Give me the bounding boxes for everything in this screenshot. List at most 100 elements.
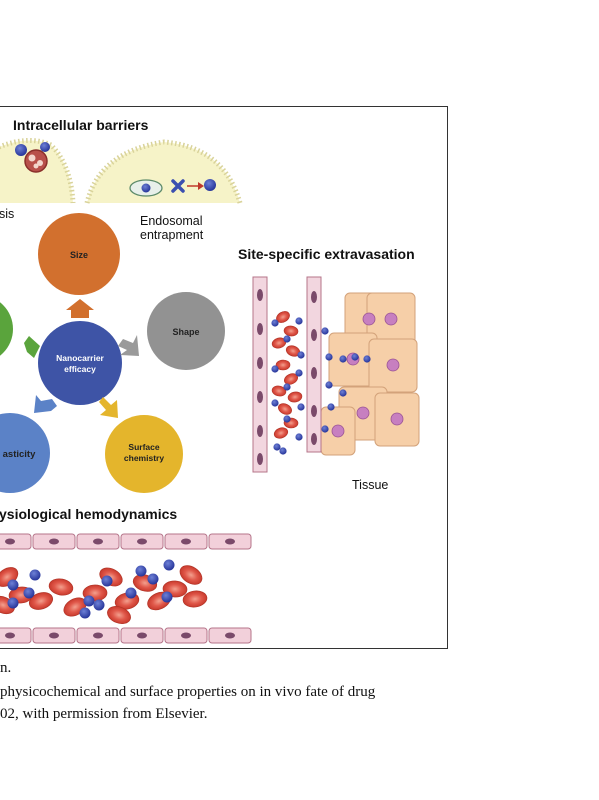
figure-panel: Intracellular barriers Site-specific ext…: [0, 106, 448, 649]
arrow-up-size: [66, 299, 94, 318]
label-elasticity: asticity: [3, 449, 36, 460]
red-blood-cell: [283, 325, 299, 337]
nanoparticle: [295, 433, 303, 441]
endothelial-nucleus: [93, 632, 103, 639]
label-endosomal: Endosomal: [140, 214, 203, 228]
caption-line-2: physicochemical and surface properties o…: [0, 684, 376, 700]
property-circles: Size Shape Surface chemistry asticity Na…: [0, 213, 225, 493]
arrow-to-green: [24, 336, 40, 358]
red-blood-cell: [287, 391, 303, 403]
nanoparticle: [7, 579, 19, 591]
arrow-right-icon: [198, 182, 204, 190]
nanoparticle: [321, 327, 329, 335]
red-blood-cell: [275, 359, 291, 371]
nanoparticle: [295, 317, 303, 325]
nanoparticle: [297, 403, 305, 411]
endothelial-nucleus: [311, 433, 317, 445]
nanoparticle: [339, 389, 347, 397]
endothelial-nucleus: [5, 632, 15, 639]
circle-size: [38, 213, 120, 295]
cell-membrane-right: [84, 139, 243, 204]
endothelial-nucleus: [257, 323, 263, 335]
circle-green-cut: [0, 302, 13, 356]
nanoparticle: [339, 355, 347, 363]
nanoparticle: [163, 559, 175, 571]
title-physiological-hemodynamics: ysiological hemodynamics: [0, 506, 177, 522]
label-efficacy: efficacy: [64, 364, 96, 374]
caption-line-1: n.: [0, 660, 12, 676]
endothelial-nucleus: [311, 367, 317, 379]
nanoparticle: [161, 591, 173, 603]
label-size: Size: [70, 250, 88, 260]
nucleus: [362, 312, 376, 326]
circle-shape: [147, 292, 225, 370]
endothelial-nucleus: [181, 538, 191, 545]
label-tissue: Tissue: [352, 478, 388, 492]
endothelial-cell: [0, 627, 32, 644]
nanoparticle: [295, 369, 303, 377]
label-chemistry: chemistry: [124, 453, 164, 463]
endothelial-nucleus: [93, 538, 103, 545]
nucleus: [386, 358, 400, 372]
cell-membrane-left: [0, 138, 76, 204]
nanoparticle: [271, 319, 279, 327]
nucleus: [331, 424, 345, 438]
nanoparticle: [325, 381, 333, 389]
red-blood-cell: [278, 403, 292, 415]
nanoparticle: [283, 383, 291, 391]
nanoparticle: [147, 573, 159, 585]
nanoparticle: [23, 587, 35, 599]
nanocarrier-diagram: Intracellular barriers Site-specific ext…: [0, 117, 420, 644]
endothelial-nucleus: [257, 453, 263, 465]
endothelial-nucleus: [137, 538, 147, 545]
nanoparticle: [135, 565, 147, 577]
endothelial-nucleus: [225, 538, 235, 545]
title-intracellular-barriers: Intracellular barriers: [13, 117, 149, 133]
nanoparticle: [271, 399, 279, 407]
label-shape: Shape: [172, 327, 199, 337]
red-blood-cell: [273, 427, 289, 439]
nucleus: [390, 412, 404, 426]
nanoparticle: [29, 569, 41, 581]
circle-elasticity: [0, 413, 50, 493]
endothelial-nucleus: [49, 632, 59, 639]
blood-vessel-illustration: [0, 533, 252, 644]
endothelial-nucleus: [225, 632, 235, 639]
vessel-wall-left: [252, 276, 268, 473]
nucleus: [356, 406, 370, 420]
endothelial-nucleus: [257, 425, 263, 437]
endothelial-nucleus: [181, 632, 191, 639]
nanoparticle: [297, 351, 305, 359]
endothelial-nucleus: [257, 289, 263, 301]
nanoparticle: [279, 447, 287, 455]
label-entrapment: entrapment: [140, 228, 204, 242]
label-endocytosis-cut: sis: [0, 207, 14, 221]
endothelial-nucleus: [311, 405, 317, 417]
nanoparticle: [321, 425, 329, 433]
nanoparticle: [273, 443, 281, 451]
nanoparticle: [283, 335, 291, 343]
nanoparticle: [363, 355, 371, 363]
nucleus: [384, 312, 398, 326]
red-blood-cell: [28, 592, 54, 610]
nanoparticle: [125, 587, 137, 599]
red-blood-cell: [182, 590, 208, 608]
endothelial-nucleus: [257, 391, 263, 403]
endothelial-nucleus: [5, 538, 15, 545]
circle-surface-chemistry: [105, 415, 183, 493]
label-nanocarrier: Nanocarrier: [56, 353, 104, 363]
nanoparticle: [93, 599, 105, 611]
nanoparticle: [83, 595, 95, 607]
nanoparticle: [271, 365, 279, 373]
nanoparticle: [351, 353, 359, 361]
label-surface: Surface: [128, 442, 159, 452]
title-site-specific-extravasation: Site-specific extravasation: [238, 246, 415, 262]
endothelial-nucleus: [257, 357, 263, 369]
red-blood-cell: [48, 578, 74, 596]
nanoparticle: [327, 403, 335, 411]
endothelial-nucleus: [311, 329, 317, 341]
endothelial-nucleus: [49, 538, 59, 545]
nanoparticle: [283, 415, 291, 423]
circle-nanocarrier-efficacy: [38, 321, 122, 405]
endothelial-cell: [0, 533, 32, 550]
